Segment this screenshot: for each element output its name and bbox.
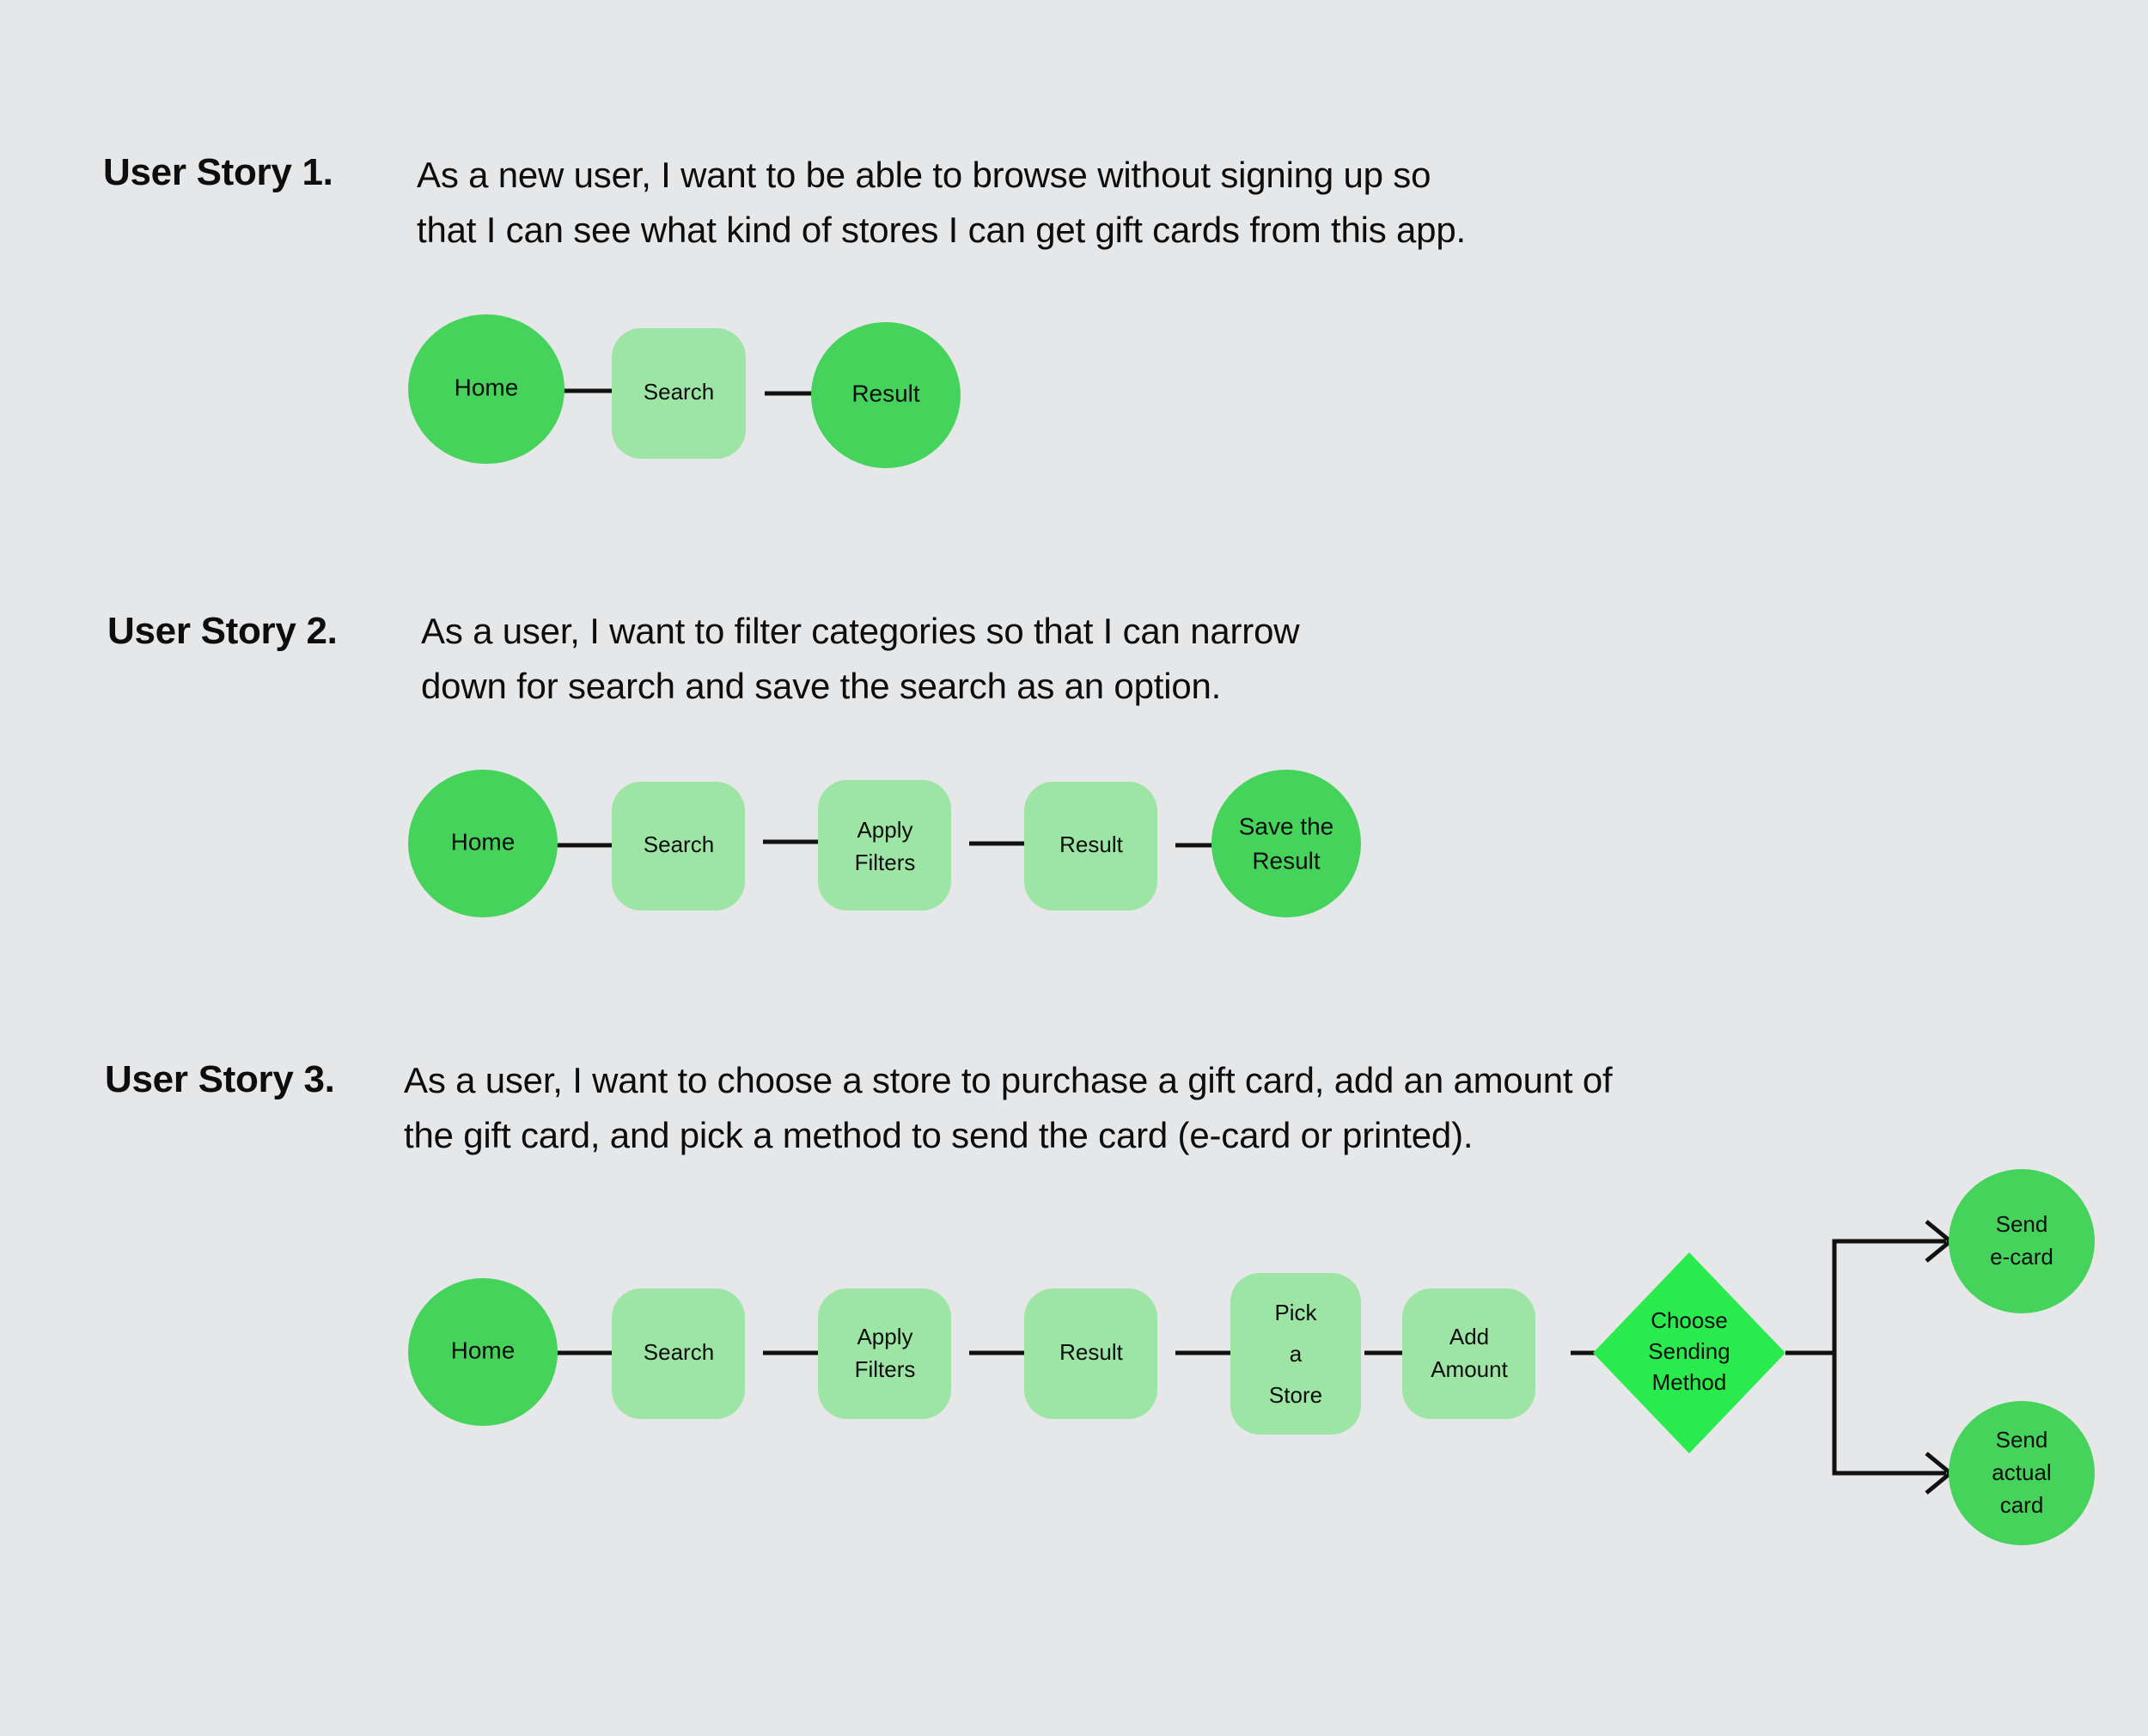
node-send-e-card[interactable]: Send e-card: [1949, 1169, 2095, 1313]
user-story-3-text-line-2: the gift card, and pick a method to send…: [404, 1115, 1474, 1155]
node-home[interactable]: Home: [408, 770, 558, 917]
node-result[interactable]: Result: [1024, 1288, 1157, 1419]
node-result[interactable]: Result: [811, 322, 961, 468]
user-story-2-text-line-2: down for search and save the search as a…: [421, 666, 1222, 706]
user-story-3-label: User Story 3.: [105, 1058, 335, 1100]
node-save-the-result[interactable]: Save the Result: [1211, 770, 1361, 917]
node-send-actual-card-label-line-2: actual: [1992, 1459, 2051, 1485]
node-result-label: Result: [1059, 831, 1123, 857]
node-apply-filters-label-line-2: Filters: [855, 1356, 916, 1382]
node-send-actual-card-label-line-1: Send: [1996, 1427, 2048, 1453]
node-result[interactable]: Result: [1024, 782, 1157, 911]
node-choose-sending-method[interactable]: Choose Sending Method: [1593, 1252, 1785, 1453]
node-add-amount-label-line-1: Add: [1449, 1324, 1489, 1349]
node-apply-filters-label-line-1: Apply: [857, 817, 912, 843]
user-story-1-label: User Story 1.: [103, 151, 333, 193]
connector-branch-to-send-actual-card: [1832, 1353, 1954, 1495]
node-save-the-result-label-line-1: Save the: [1239, 813, 1334, 839]
node-apply-filters-label-line-1: Apply: [857, 1324, 912, 1349]
node-search[interactable]: Search: [612, 782, 745, 911]
node-send-actual-card[interactable]: Send actual card: [1949, 1401, 2095, 1545]
node-home-label: Home: [451, 828, 516, 855]
user-story-2-flow: Home Search Apply Filters Result Save th: [408, 770, 1361, 917]
node-apply-filters[interactable]: Apply Filters: [818, 780, 951, 911]
node-add-amount-label-line-2: Amount: [1431, 1356, 1508, 1382]
node-send-e-card-label-line-1: Send: [1996, 1211, 2048, 1237]
node-apply-filters[interactable]: Apply Filters: [818, 1288, 951, 1419]
user-story-1-text-line-1: As a new user, I want to be able to brow…: [417, 155, 1431, 195]
node-pick-a-store-label-line-1: Pick: [1274, 1300, 1317, 1325]
node-choose-sending-method-label-line-2: Sending: [1648, 1338, 1730, 1364]
node-search-label: Search: [644, 379, 714, 405]
node-search-label: Search: [644, 1339, 714, 1365]
node-home-label: Home: [451, 1337, 516, 1363]
node-search[interactable]: Search: [612, 1288, 745, 1419]
node-choose-sending-method-label-line-1: Choose: [1651, 1307, 1728, 1333]
user-story-3-text-line-1: As a user, I want to choose a store to p…: [404, 1060, 1613, 1100]
node-pick-a-store[interactable]: Pick a Store: [1230, 1273, 1361, 1434]
node-home[interactable]: Home: [408, 314, 564, 464]
user-story-1-flow: Home Search Result: [408, 314, 961, 468]
node-result-label: Result: [1059, 1339, 1123, 1365]
node-result-label: Result: [851, 380, 920, 406]
connector-branch-to-send-e-card: [1785, 1220, 1954, 1355]
node-send-e-card-label-line-2: e-card: [1990, 1244, 2053, 1270]
node-add-amount[interactable]: Add Amount: [1402, 1288, 1535, 1419]
node-choose-sending-method-label-line-3: Method: [1652, 1369, 1727, 1395]
node-send-actual-card-label-line-3: card: [2000, 1492, 2044, 1518]
node-pick-a-store-label-line-2: a: [1290, 1341, 1303, 1367]
node-home-label: Home: [455, 374, 519, 400]
node-save-the-result-label-line-2: Result: [1252, 847, 1321, 874]
user-story-2-text-line-1: As a user, I want to filter categories s…: [421, 611, 1300, 651]
user-story-3-flow: Home Search Apply Filters Result Pick: [408, 1169, 2095, 1545]
node-apply-filters-label-line-2: Filters: [855, 850, 916, 875]
node-home[interactable]: Home: [408, 1278, 558, 1426]
node-search-label: Search: [644, 831, 714, 857]
user-story-2-label: User Story 2.: [107, 610, 338, 652]
node-search[interactable]: Search: [612, 328, 746, 459]
node-pick-a-store-label-line-3: Store: [1269, 1382, 1322, 1408]
user-story-1-text-line-2: that I can see what kind of stores I can…: [417, 210, 1466, 250]
